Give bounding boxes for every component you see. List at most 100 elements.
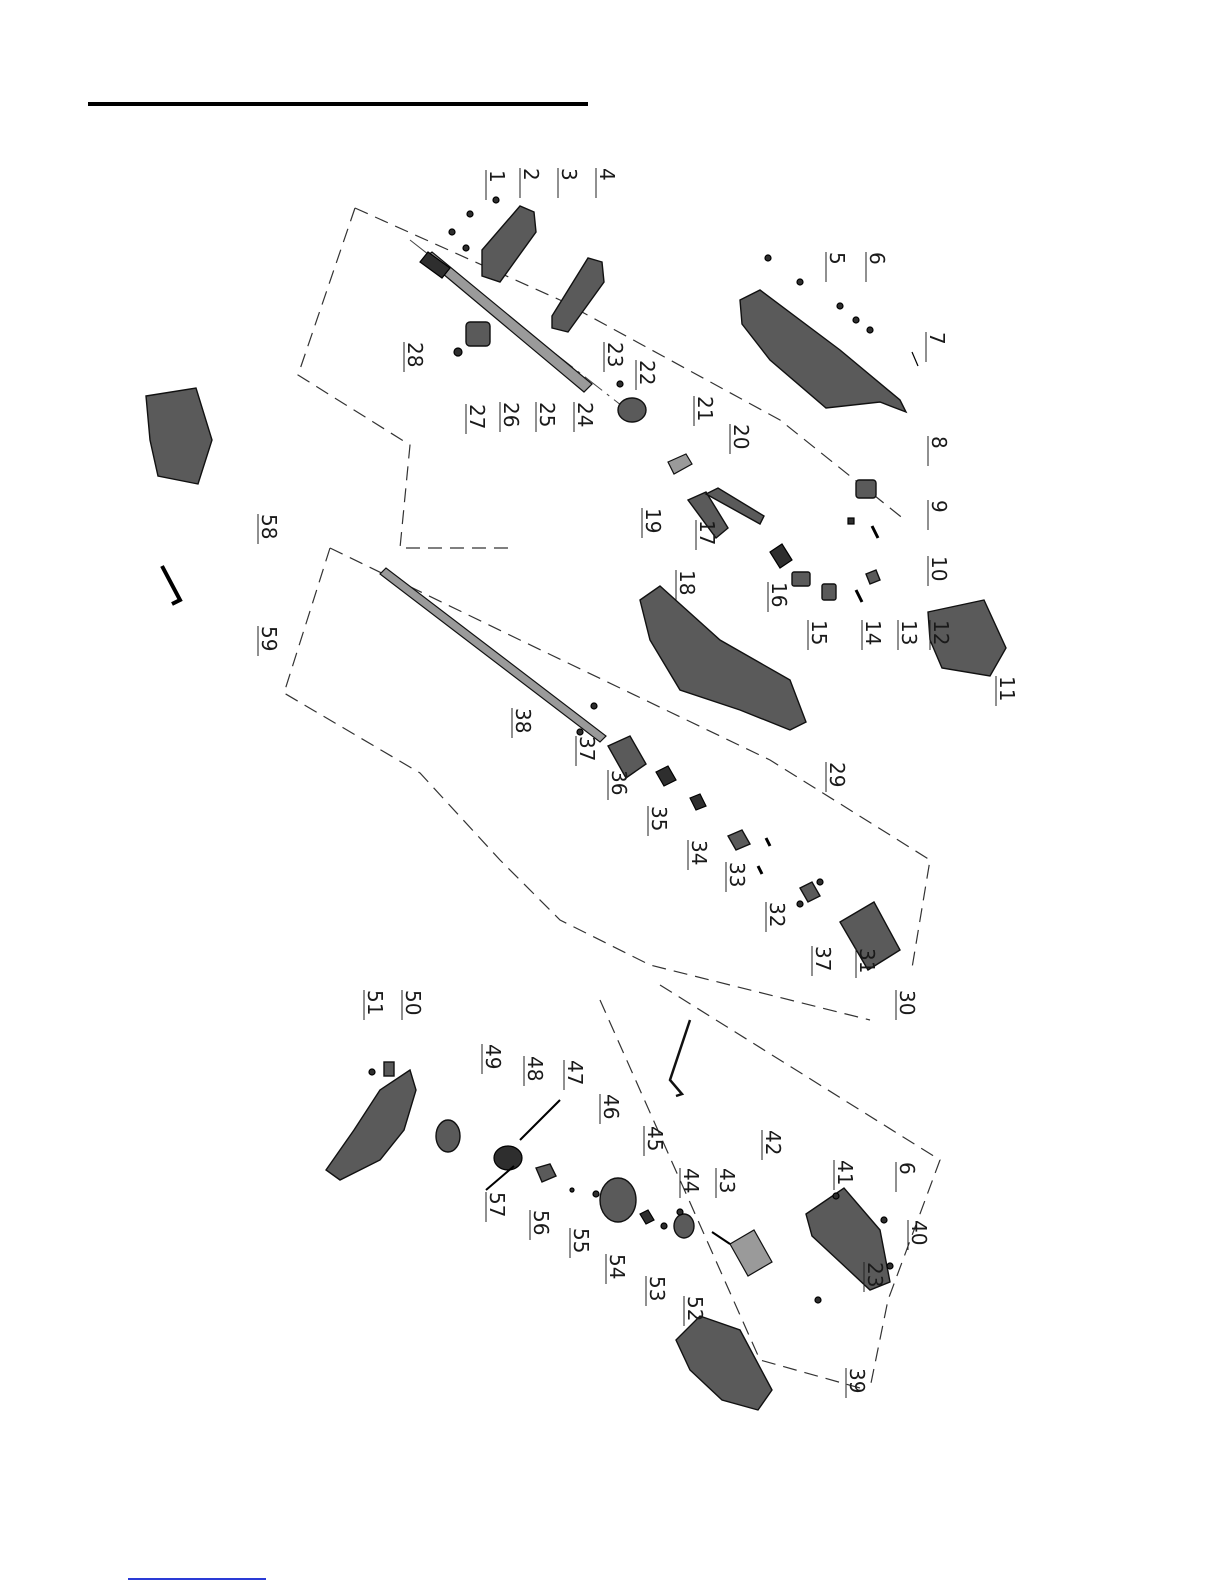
callout-number: 38 xyxy=(511,708,535,733)
callout-c59: 59 xyxy=(257,626,281,656)
callout-c30: 30 xyxy=(895,990,919,1020)
callout-number: 8 xyxy=(927,436,951,449)
callout-c33: 33 xyxy=(725,862,749,892)
cutting-line xyxy=(486,1166,514,1190)
plate-screw xyxy=(677,1209,683,1215)
callout-c24: 24 xyxy=(573,402,597,432)
housing-screw xyxy=(765,255,771,261)
motor-shaft xyxy=(712,1232,730,1244)
callout-number: 55 xyxy=(569,1228,593,1253)
clip-screw xyxy=(369,1069,375,1075)
callout-number: 6 xyxy=(895,1162,919,1175)
callout-c21: 21 xyxy=(693,396,717,426)
bearing xyxy=(728,830,750,850)
callout-number: 27 xyxy=(465,404,489,429)
callout-number: 9 xyxy=(927,500,951,513)
callout-c44: 44 xyxy=(679,1168,703,1198)
callout-c35: 35 xyxy=(647,806,671,836)
callout-c17: 17 xyxy=(695,520,719,550)
callout-number: 11 xyxy=(995,676,1019,701)
callout-number: 12 xyxy=(929,620,953,645)
callout-c40: 40 xyxy=(907,1220,931,1250)
callout-number: 4 xyxy=(595,168,619,181)
knob-screw xyxy=(617,381,623,387)
callout-number: 19 xyxy=(641,508,665,533)
blade-clip xyxy=(384,1062,394,1076)
battery-latch xyxy=(856,480,876,498)
callout-c15: 15 xyxy=(807,620,831,650)
shaft-screw xyxy=(577,729,583,735)
callout-number: 13 xyxy=(897,620,921,645)
shaft-knob xyxy=(618,398,646,422)
housing-screw xyxy=(837,303,843,309)
callout-c16: 16 xyxy=(767,582,791,612)
callout-number: 20 xyxy=(729,424,753,449)
battery-pack-large xyxy=(146,388,212,484)
hex-key xyxy=(162,566,180,604)
callout-number: 5 xyxy=(825,252,849,265)
callout-c27: 27 xyxy=(465,404,489,434)
callout-number: 33 xyxy=(725,862,749,887)
callout-c28: 28 xyxy=(403,342,427,372)
terminal xyxy=(866,570,880,584)
callout-number: 53 xyxy=(645,1276,669,1301)
housing-screw xyxy=(833,1193,839,1199)
callout-c32: 32 xyxy=(765,902,789,932)
callout-c50: 50 xyxy=(401,990,425,1020)
callout-c57: 57 xyxy=(485,1192,509,1222)
bushing xyxy=(690,794,706,810)
callout-number: 10 xyxy=(927,556,951,581)
callout-c26: 26 xyxy=(499,402,523,432)
callout-number: 41 xyxy=(833,1160,857,1185)
callout-number: 31 xyxy=(855,948,879,973)
callout-number: 26 xyxy=(499,402,523,427)
footer-link-underline[interactable] xyxy=(128,1578,266,1580)
motor-plate xyxy=(674,1214,694,1238)
callout-c2: 2 xyxy=(519,168,543,198)
handle-screw xyxy=(463,245,469,251)
callout-number: 36 xyxy=(607,770,631,795)
switch-lever xyxy=(668,454,692,474)
spool-cover xyxy=(436,1120,460,1152)
callout-c48: 48 xyxy=(523,1056,547,1086)
callout-c39: 39 xyxy=(845,1368,869,1398)
callout-number: 51 xyxy=(363,990,387,1015)
callout-c37a: 37 xyxy=(575,736,599,766)
pin xyxy=(766,838,770,846)
contact-plate xyxy=(822,584,836,600)
pin xyxy=(758,866,762,874)
callout-c36: 36 xyxy=(607,770,631,800)
callout-c3: 3 xyxy=(557,168,581,198)
spring-pin xyxy=(912,352,918,366)
callout-c37b: 37 xyxy=(811,946,835,976)
handle-screw xyxy=(467,211,473,217)
collar xyxy=(800,882,820,902)
callout-number: 37 xyxy=(575,736,599,761)
callout-c51: 51 xyxy=(363,990,387,1020)
fan xyxy=(600,1178,636,1222)
callout-number: 2 xyxy=(519,168,543,181)
callout-number: 15 xyxy=(807,620,831,645)
callout-number: 30 xyxy=(895,990,919,1015)
callout-number: 45 xyxy=(643,1126,667,1151)
spool-hub xyxy=(536,1164,556,1182)
callout-number: 34 xyxy=(687,840,711,865)
callout-c19: 19 xyxy=(641,508,665,538)
collar-screw xyxy=(797,901,803,907)
callout-number: 35 xyxy=(647,806,671,831)
callout-c41: 41 xyxy=(833,1160,857,1190)
callout-c13: 13 xyxy=(897,620,921,650)
callout-c29: 29 xyxy=(825,762,849,792)
callout-number: 50 xyxy=(401,990,425,1015)
callout-number: 3 xyxy=(557,168,581,181)
callout-c6: 6 xyxy=(865,252,889,282)
callout-number: 1 xyxy=(485,170,509,183)
callout-number: 54 xyxy=(605,1254,629,1279)
callout-c4: 4 xyxy=(595,168,619,198)
housing-screw xyxy=(881,1217,887,1223)
plate-screw xyxy=(661,1223,667,1229)
cutting-line xyxy=(520,1100,560,1140)
lower-shaft-tube xyxy=(380,568,606,742)
callout-c5: 5 xyxy=(825,252,849,282)
callout-c6b: 6 xyxy=(895,1162,919,1192)
